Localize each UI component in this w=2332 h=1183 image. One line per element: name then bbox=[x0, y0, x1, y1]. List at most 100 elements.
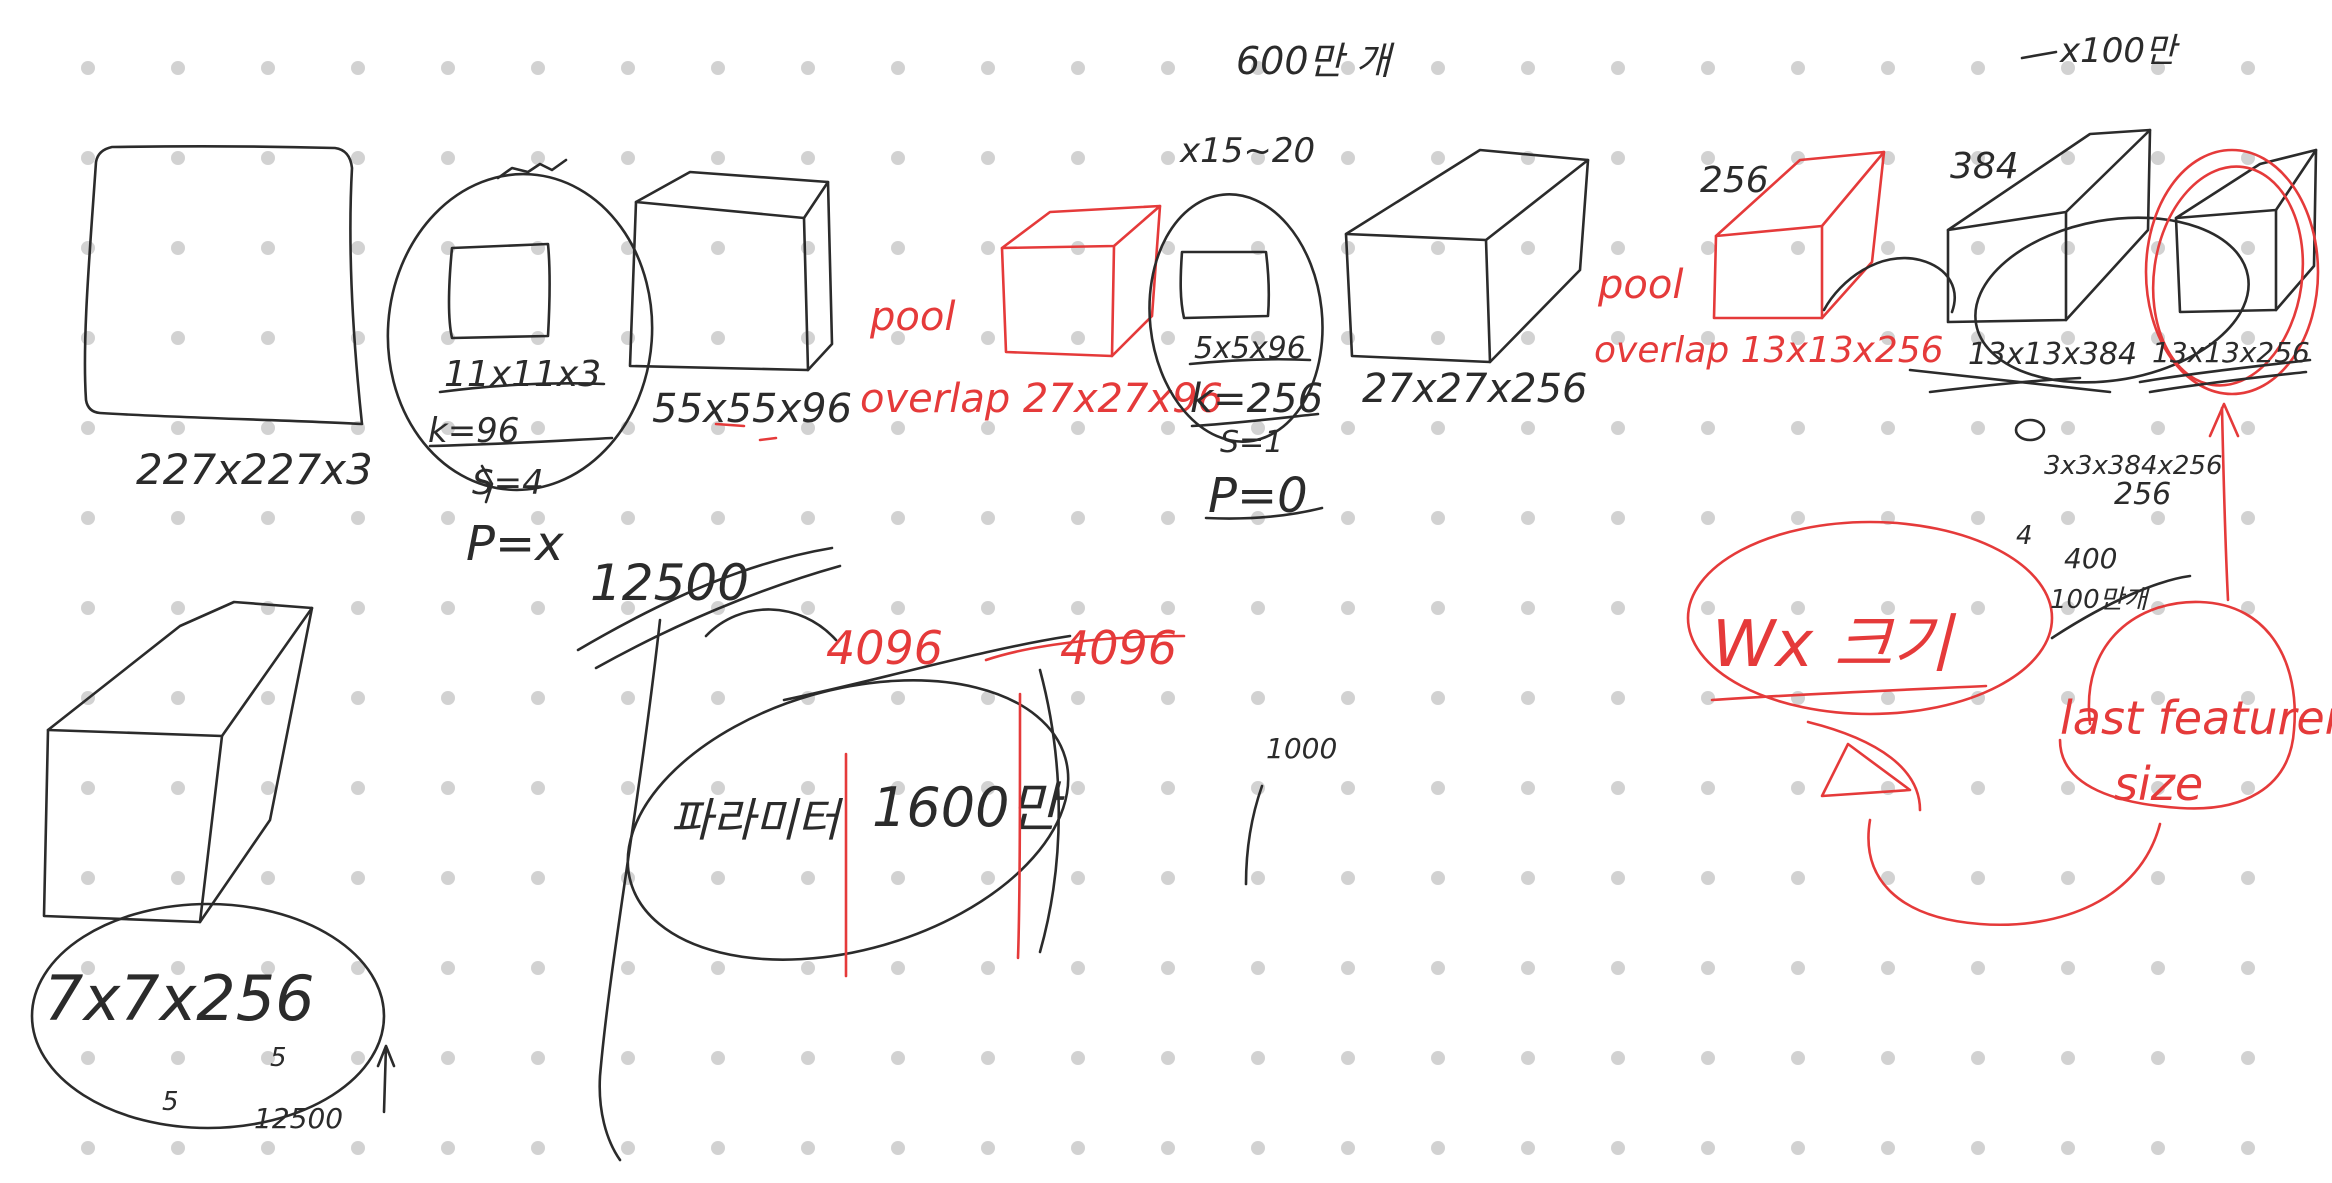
grid-dot bbox=[1701, 961, 1715, 975]
grid-dot bbox=[531, 61, 545, 75]
grid-dot bbox=[1161, 151, 1175, 165]
grid-dot bbox=[1071, 61, 1085, 75]
grid-dot bbox=[1971, 871, 1985, 885]
grid-dot bbox=[801, 601, 815, 615]
grid-dot bbox=[351, 781, 365, 795]
grid-dot bbox=[1521, 961, 1535, 975]
grid-dot bbox=[1161, 1141, 1175, 1155]
grid-dot bbox=[891, 961, 905, 975]
grid-dot bbox=[1071, 871, 1085, 885]
grid-dot bbox=[2151, 511, 2165, 525]
grid-dot bbox=[1251, 781, 1265, 795]
grid-dot bbox=[81, 1141, 95, 1155]
grid-dot bbox=[801, 241, 815, 255]
grid-dot bbox=[2151, 421, 2165, 435]
grid-dot bbox=[891, 781, 905, 795]
fc-1600-label: 1600만 bbox=[872, 776, 1065, 839]
conv2-circle bbox=[1148, 193, 1324, 520]
grid-dot bbox=[1071, 511, 1085, 525]
grid-dot bbox=[1071, 781, 1085, 795]
grid-dot bbox=[171, 961, 185, 975]
last-feature-circle bbox=[2058, 402, 2297, 810]
grid-dot bbox=[1341, 1051, 1355, 1065]
fc-params-circle bbox=[626, 634, 1072, 961]
grid-dot bbox=[1611, 511, 1625, 525]
conv5-kernel-label: 3x3x384x256 bbox=[2044, 451, 2223, 481]
grid-dot bbox=[1971, 421, 1985, 435]
input-block bbox=[83, 145, 364, 426]
grid-dot bbox=[1431, 241, 1445, 255]
grid-dot bbox=[711, 151, 725, 165]
grid-dot bbox=[711, 961, 725, 975]
grid-dot bbox=[261, 1141, 275, 1155]
pool1-overlap-label: overlap 27x27x96 bbox=[860, 376, 1223, 422]
grid-dot bbox=[171, 1141, 185, 1155]
grid-dot bbox=[1071, 1141, 1085, 1155]
grid-dot bbox=[1611, 961, 1625, 975]
grid-dot bbox=[261, 691, 275, 705]
grid-dot bbox=[531, 421, 545, 435]
grid-dot bbox=[1971, 151, 1985, 165]
grid-dot bbox=[981, 961, 995, 975]
grid-dot bbox=[1971, 61, 1985, 75]
grid-dot bbox=[2061, 421, 2075, 435]
grid-dot bbox=[1071, 331, 1085, 345]
grid-dot bbox=[171, 871, 185, 885]
grid-dot bbox=[1341, 961, 1355, 975]
grid-dot bbox=[531, 871, 545, 885]
grid-dot bbox=[261, 1051, 275, 1065]
input-size-label: 227x227x3 bbox=[136, 445, 373, 494]
grid-dot bbox=[351, 961, 365, 975]
grid-dot bbox=[1791, 871, 1805, 885]
grid-dot bbox=[621, 151, 635, 165]
grid-dot bbox=[1881, 601, 1895, 615]
conv3-arc bbox=[1822, 256, 1956, 314]
grid-dot bbox=[891, 151, 905, 165]
last-feature-label-2: size bbox=[2114, 757, 2203, 811]
grid-dot bbox=[1341, 781, 1355, 795]
conv4-size-label: 13x13x384 bbox=[1968, 337, 2137, 372]
pool1-label: pool bbox=[869, 294, 955, 340]
fc-1000-label: 1000 bbox=[1266, 732, 1337, 765]
note-c-underline bbox=[2050, 574, 2192, 640]
conv1-s-label: S=4 bbox=[472, 463, 544, 503]
grid-dot bbox=[1521, 601, 1535, 615]
grid-dot bbox=[351, 511, 365, 525]
grid-dot bbox=[2061, 1141, 2075, 1155]
grid-dot bbox=[81, 331, 95, 345]
conv2-s-label: S=1 bbox=[1220, 425, 1283, 460]
grid-dot bbox=[441, 781, 455, 795]
grid-dot bbox=[2151, 61, 2165, 75]
grid-dot bbox=[171, 1051, 185, 1065]
grid-dot bbox=[2151, 961, 2165, 975]
grid-dot bbox=[1881, 1051, 1895, 1065]
grid-dot bbox=[891, 241, 905, 255]
grid-dot bbox=[1521, 421, 1535, 435]
grid-dot bbox=[1251, 1141, 1265, 1155]
fc-red-lines bbox=[844, 634, 1186, 978]
grid-dot bbox=[1701, 1141, 1715, 1155]
grid-dot bbox=[2151, 781, 2165, 795]
grid-dot bbox=[1971, 781, 1985, 795]
grid-dot bbox=[1611, 1141, 1625, 1155]
conv2-output-block bbox=[1344, 148, 1590, 364]
grid-dot bbox=[981, 601, 995, 615]
grid-dot bbox=[1071, 151, 1085, 165]
grid-dot bbox=[1701, 601, 1715, 615]
grid-dot bbox=[1791, 331, 1805, 345]
grid-dot bbox=[531, 1141, 545, 1155]
grid-dot bbox=[2061, 241, 2075, 255]
conv5-red-circle bbox=[2144, 148, 2320, 396]
grid-dot bbox=[1251, 331, 1265, 345]
grid-dot bbox=[2241, 601, 2255, 615]
conv1-output-block bbox=[628, 170, 834, 372]
grid-dot bbox=[1251, 151, 1265, 165]
grid-dot bbox=[2241, 1141, 2255, 1155]
grid-dot bbox=[1341, 511, 1355, 525]
grid-dot bbox=[1791, 601, 1805, 615]
grid-dot bbox=[981, 1141, 995, 1155]
grid-dot bbox=[1791, 961, 1805, 975]
grid-dot bbox=[531, 511, 545, 525]
grid-dot bbox=[1701, 61, 1715, 75]
wx-note-circle bbox=[1686, 520, 2054, 716]
